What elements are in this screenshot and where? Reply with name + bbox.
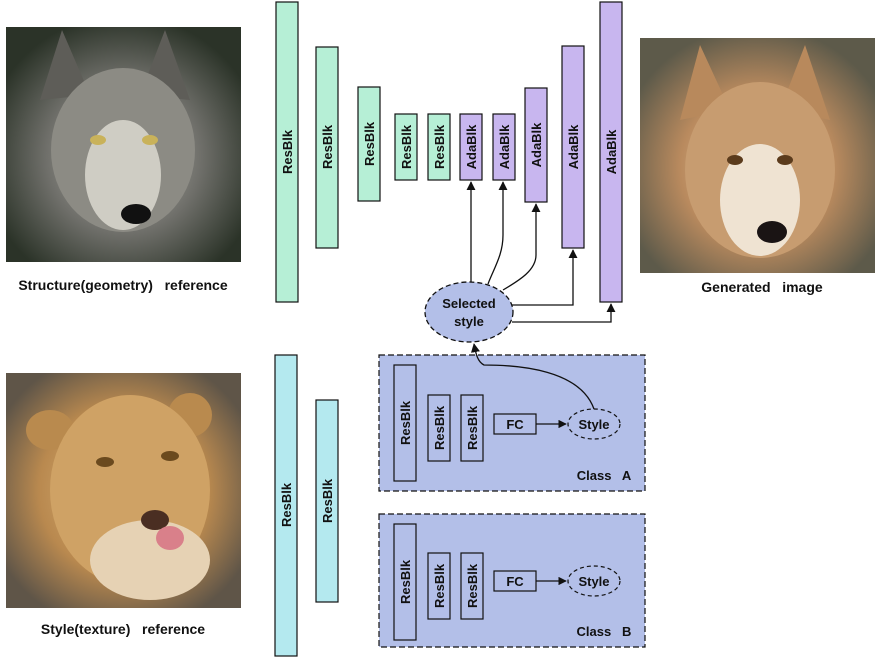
class-a-resblk-2 [427, 394, 451, 462]
resblk-4 [394, 113, 418, 181]
class-b-resblk-1-label: ResBlk [398, 559, 413, 604]
class-a-branch: ResBlk ResBlk ResBlk FC Style Class A [378, 354, 646, 492]
class-b-label: Class B [577, 624, 632, 639]
class-b-resblk-3-label: ResBlk [465, 563, 480, 608]
adablk-3 [524, 87, 548, 203]
adablk-4-label: AdaBlk [566, 124, 581, 170]
class-b-resblk-2 [427, 552, 451, 620]
resblk-2-label: ResBlk [320, 124, 335, 169]
adablk-5-label: AdaBlk [604, 129, 619, 175]
selected-style-node: Selected style [424, 281, 514, 343]
structure-encoder: ResBlk ResBlk ResBlk ResBlk ResBlk [275, 1, 451, 303]
lioness-photo [6, 373, 241, 608]
class-b-style-label: Style [578, 574, 609, 589]
style-resblk-1 [274, 354, 298, 657]
resblk-1 [275, 1, 299, 303]
class-b-style [567, 565, 621, 597]
adablk-1 [459, 113, 483, 181]
style-caption: Style(texture) reference [41, 621, 205, 637]
structure-caption: Structure(geometry) reference [18, 277, 228, 293]
adablk-1-label: AdaBlk [464, 124, 479, 170]
style-resblk-2-label: ResBlk [320, 478, 335, 523]
adablk-4 [561, 45, 585, 249]
selected-style-line1: Selected [442, 296, 496, 311]
class-a-resblk-1-label: ResBlk [398, 400, 413, 445]
resblk-3 [357, 86, 381, 202]
class-a-style [567, 408, 621, 440]
generated-caption: Generated image [701, 279, 823, 295]
class-b-branch: ResBlk ResBlk ResBlk FC Style Class B [378, 513, 646, 648]
resblk-1-label: ResBlk [280, 129, 295, 174]
class-a-resblk-3-label: ResBlk [465, 405, 480, 450]
selected-style-line2: style [454, 314, 484, 329]
adablk-5 [599, 1, 623, 303]
resblk-5 [427, 113, 451, 181]
adablk-2 [492, 113, 516, 181]
style-encoder-shared: ResBlk ResBlk [274, 354, 339, 657]
adablk-3-label: AdaBlk [529, 122, 544, 168]
style-resblk-2 [315, 399, 339, 603]
style-selection-arrow [470, 343, 595, 410]
class-a-resblk-2-label: ResBlk [432, 405, 447, 450]
decoder: AdaBlk AdaBlk AdaBlk AdaBlk AdaBlk [459, 1, 623, 303]
class-a-label: Class A [577, 468, 632, 483]
generated-wolf-photo [640, 38, 875, 273]
class-a-resblk-3 [460, 394, 484, 462]
class-b-resblk-2-label: ResBlk [432, 563, 447, 608]
class-b-resblk-1 [393, 523, 417, 641]
resblk-3-label: ResBlk [362, 121, 377, 166]
class-a-style-label: Style [578, 417, 609, 432]
style-resblk-1-label: ResBlk [279, 482, 294, 527]
resblk-5-label: ResBlk [432, 124, 447, 169]
adablk-2-label: AdaBlk [497, 124, 512, 170]
class-b-fc-label: FC [506, 574, 524, 589]
resblk-4-label: ResBlk [399, 124, 414, 169]
class-b-resblk-3 [460, 552, 484, 620]
class-a-resblk-1 [393, 364, 417, 482]
resblk-2 [315, 46, 339, 249]
style-injection-arrows [466, 181, 616, 323]
wolf-photo [6, 27, 241, 262]
class-a-fc-label: FC [506, 417, 524, 432]
